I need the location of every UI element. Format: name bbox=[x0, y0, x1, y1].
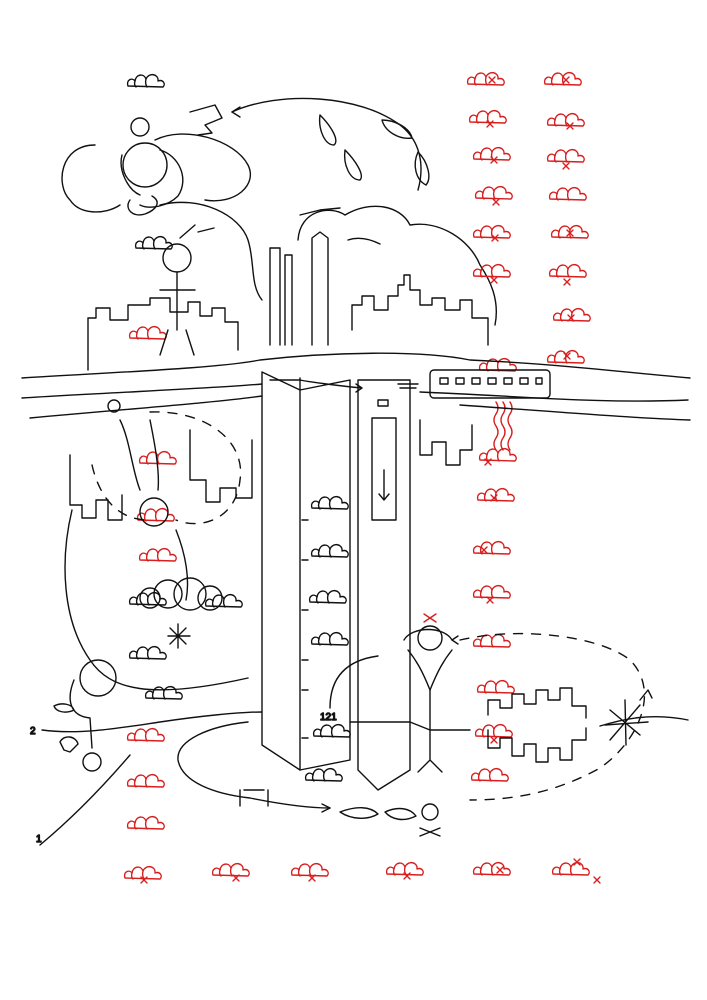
leaf-path bbox=[231, 97, 422, 191]
road bbox=[21, 352, 691, 421]
bottom-path bbox=[177, 721, 417, 821]
slope-line bbox=[39, 754, 131, 846]
leaf-2 bbox=[381, 119, 413, 139]
city-skyline-right bbox=[487, 687, 689, 763]
left-return-path bbox=[64, 509, 249, 691]
giant-arm bbox=[120, 149, 184, 208]
central-tower: 121 bbox=[261, 371, 471, 791]
tree-canopy bbox=[159, 201, 497, 326]
elevator-number-label: 121 bbox=[320, 712, 337, 723]
city-skyline-upper bbox=[87, 231, 489, 371]
enter-arrow bbox=[329, 655, 379, 709]
elevator-indicator bbox=[377, 399, 389, 407]
figure-head-right bbox=[417, 625, 443, 651]
figure-head-lower bbox=[421, 803, 439, 821]
leaf-path-arrow bbox=[231, 106, 241, 118]
giant-hand bbox=[127, 195, 158, 216]
elevator-arrow bbox=[378, 469, 390, 501]
mark-lower: 1 bbox=[36, 834, 42, 845]
leaf-4 bbox=[414, 151, 430, 186]
leaf-1 bbox=[318, 114, 337, 146]
giant-hair-knot bbox=[130, 117, 150, 137]
red-clouds-bottom bbox=[123, 858, 601, 884]
mushroom-1 bbox=[59, 736, 79, 753]
dashed-orbit bbox=[459, 632, 646, 801]
mark-upper: 2 bbox=[30, 726, 36, 737]
left-loop: 2 1 bbox=[29, 224, 263, 846]
leaf-bottom-1 bbox=[339, 807, 379, 819]
tower-climbers bbox=[304, 495, 351, 782]
mushroom-cap bbox=[82, 752, 102, 772]
city-skyline-inverted bbox=[69, 419, 473, 521]
red-clouds-left bbox=[126, 325, 177, 830]
elevator-shaft bbox=[357, 379, 411, 791]
roof-arrow bbox=[269, 377, 363, 393]
torn-paper bbox=[189, 104, 223, 136]
red-rain bbox=[493, 401, 513, 451]
left-head bbox=[79, 659, 117, 697]
red-clouds-right bbox=[466, 71, 591, 782]
blob-cluster bbox=[128, 577, 243, 611]
bottom-curve bbox=[177, 721, 331, 809]
spark-icon bbox=[167, 623, 191, 649]
dashed-loop bbox=[149, 411, 242, 525]
cloud-black-top bbox=[126, 73, 165, 88]
bracket bbox=[239, 789, 269, 807]
ground-line bbox=[41, 711, 263, 733]
birds bbox=[299, 207, 381, 245]
giant-head bbox=[122, 142, 168, 188]
bus bbox=[429, 369, 551, 399]
cloud-large bbox=[61, 133, 251, 213]
top-scene bbox=[61, 73, 497, 326]
tower-left-face bbox=[261, 371, 301, 771]
elevator-car bbox=[371, 417, 397, 521]
leaf-3 bbox=[343, 149, 362, 181]
right-figures bbox=[403, 613, 646, 837]
tower-front-face bbox=[299, 379, 351, 771]
leaf-bottom-2 bbox=[384, 807, 417, 821]
